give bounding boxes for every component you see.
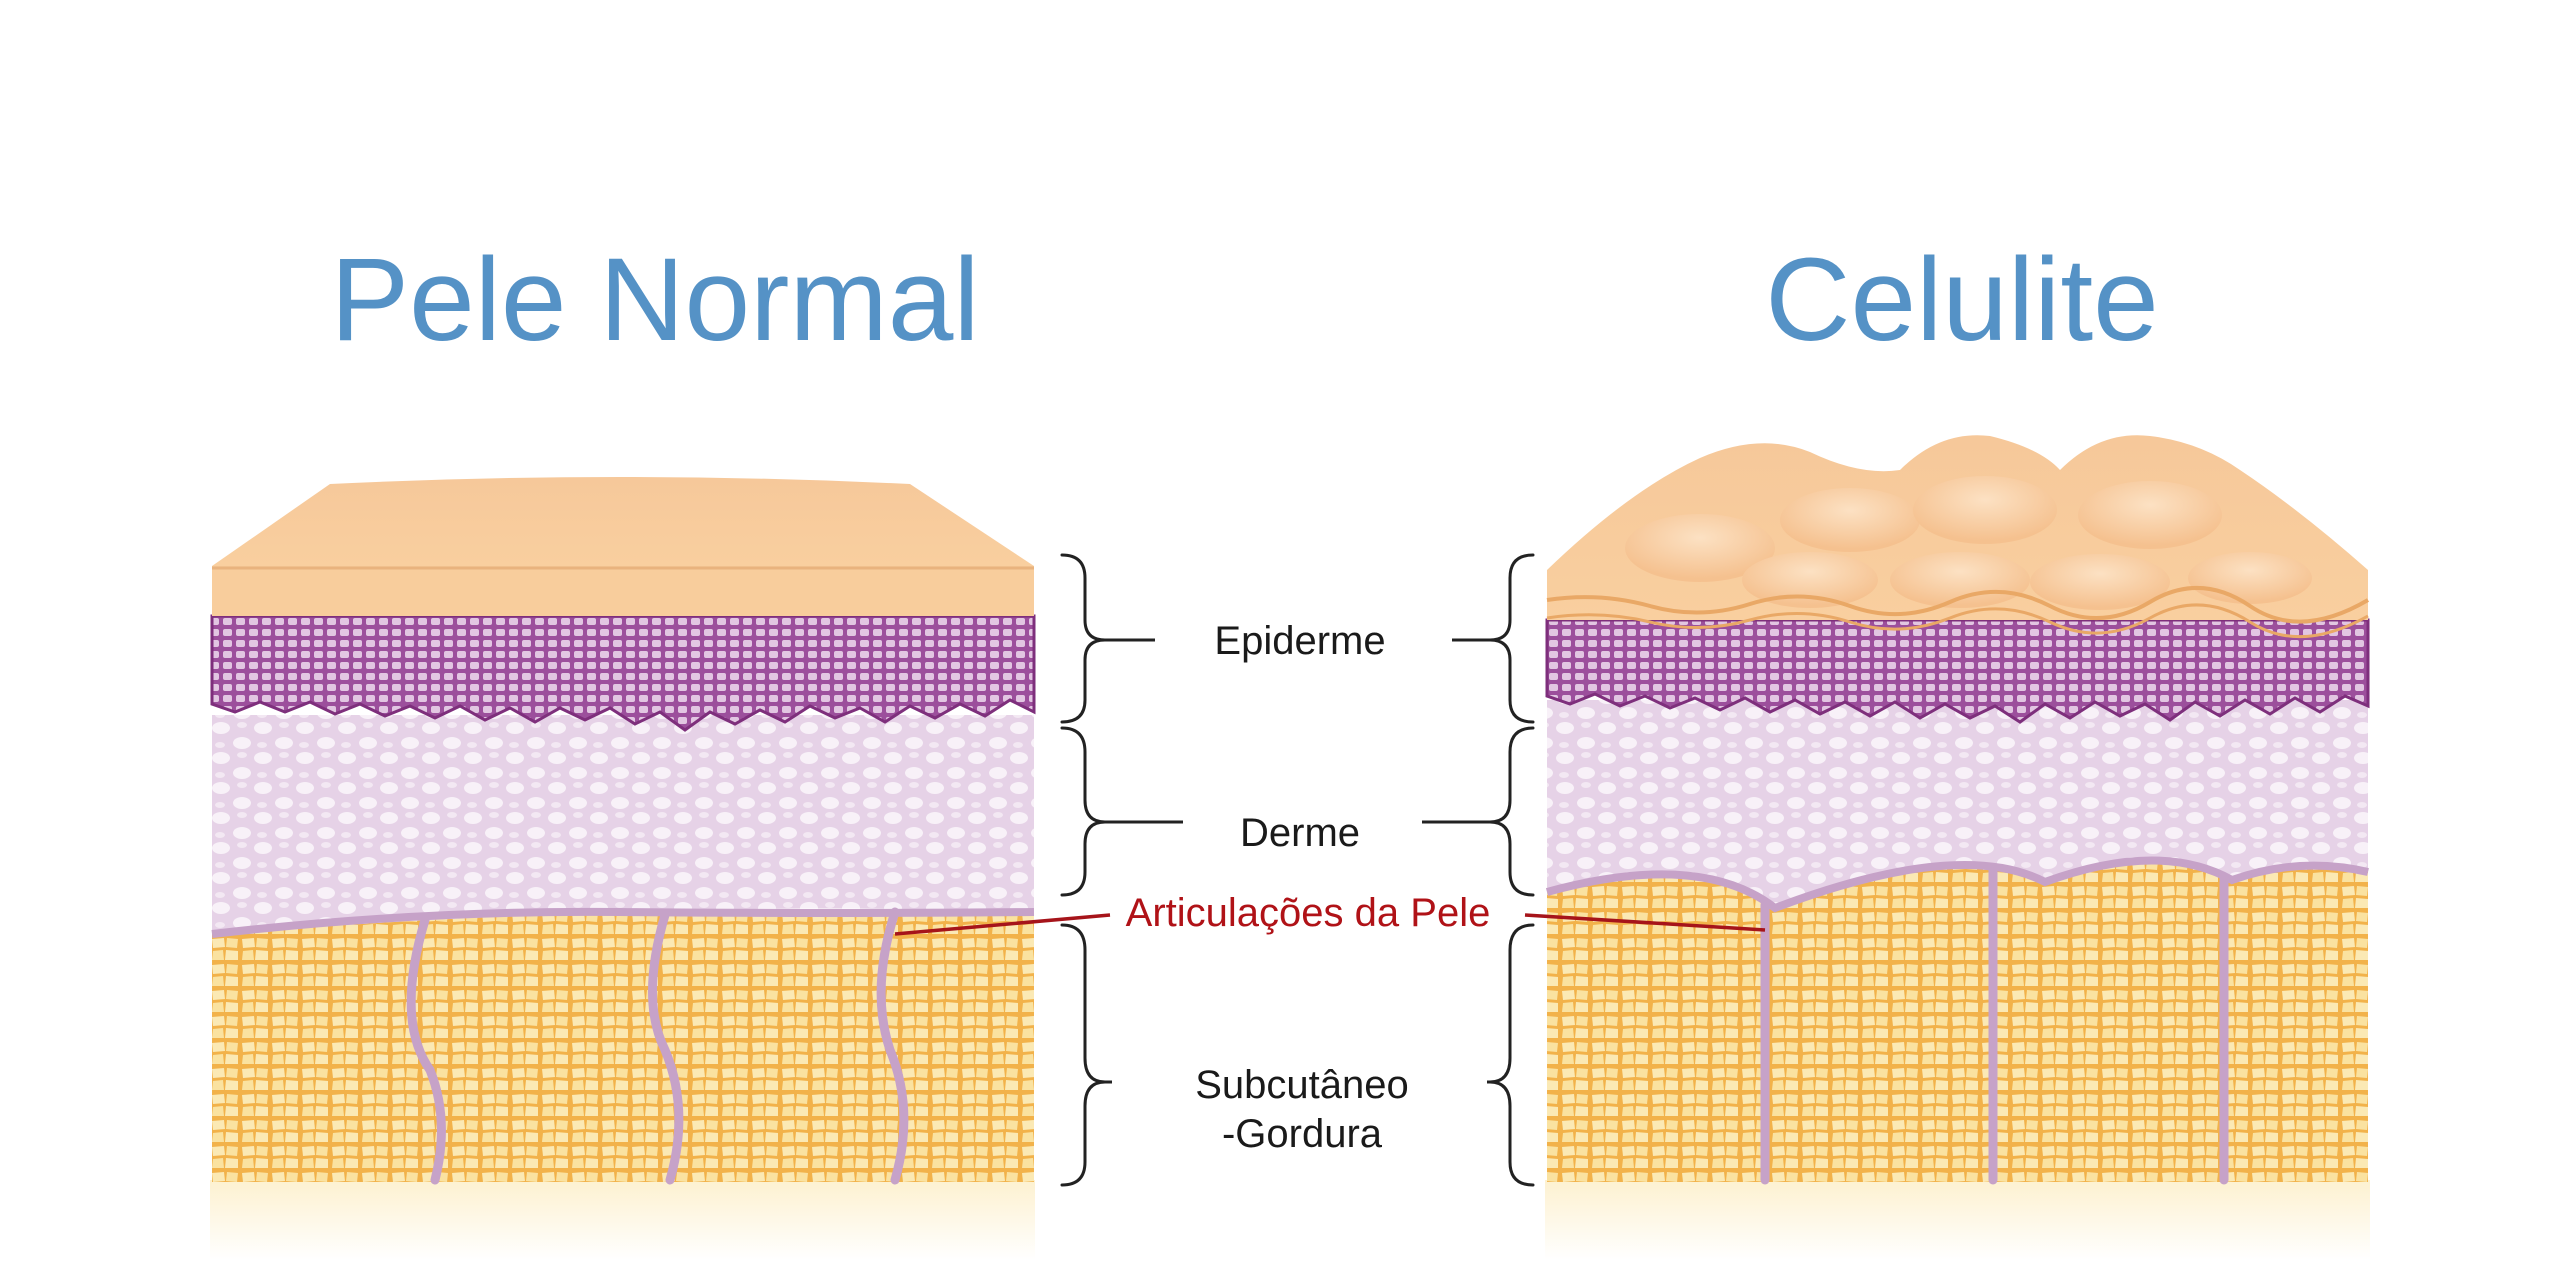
cellulite-epidermis-layer <box>1545 618 2370 724</box>
label-subcutaneous-line2: -Gordura <box>1222 1112 1383 1156</box>
normal-skin-surface <box>212 477 1034 566</box>
cellulite-dimple-7 <box>2030 554 2170 610</box>
cellulite-dimple-5 <box>1742 552 1878 608</box>
normal-skin-block <box>210 477 1036 1260</box>
normal-epidermis-layer <box>210 614 1036 732</box>
joint-leader-cellulite <box>1524 913 1766 932</box>
cellulite-dimple-8 <box>2188 552 2312 604</box>
title-cellulite: Celulite <box>1765 234 2159 366</box>
normal-dermis-fat-boundary <box>211 907 1035 938</box>
right-bracket-epidermis <box>1488 553 1535 724</box>
cellulite-dermis-fat-boundary <box>1545 856 2369 913</box>
cellulite-dermis-layer <box>1547 700 2368 908</box>
cellulite-dimple-6 <box>1890 552 2030 608</box>
normal-septum-3 <box>876 907 909 1185</box>
right-brackets <box>1422 553 1535 1187</box>
title-normal-skin: Pele Normal <box>330 234 979 366</box>
label-dermis: Derme <box>1240 811 1360 855</box>
normal-fat-layer <box>212 911 1034 1182</box>
normal-surface-front <box>212 566 1034 616</box>
cellulite-dimple-4 <box>2078 481 2222 549</box>
joint-leader-normal <box>894 913 1111 936</box>
cellulite-fat-fade <box>1545 1180 2370 1260</box>
right-bracket-dermis <box>1488 726 1535 897</box>
normal-septum-1 <box>406 915 446 1185</box>
left-bracket-dermis <box>1060 726 1107 897</box>
cellulite-dimple-1 <box>1625 514 1775 582</box>
left-brackets <box>1060 553 1183 1187</box>
normal-septum-2 <box>648 910 684 1185</box>
label-subcutaneous-line1: Subcutâneo <box>1195 1063 1409 1107</box>
cellulite-dimple-2 <box>1780 488 1920 552</box>
cellulite-fat-layer <box>1547 836 2368 1182</box>
cellulite-dimple-3 <box>1913 476 2057 544</box>
normal-fat-fade <box>210 1180 1035 1260</box>
left-bracket-epidermis <box>1060 553 1107 724</box>
label-skin-joints: Articulações da Pele <box>1126 891 1491 935</box>
normal-dermis-layer <box>212 715 1034 934</box>
cellulite-surface-folds-2 <box>1546 603 2369 639</box>
label-epidermis: Epiderme <box>1214 619 1385 663</box>
right-bracket-subcutaneous <box>1488 923 1535 1187</box>
cellulite-surface-folds <box>1546 585 2370 624</box>
cellulite-skin-block <box>1545 435 2370 1260</box>
left-bracket-subcutaneous <box>1060 923 1107 1187</box>
